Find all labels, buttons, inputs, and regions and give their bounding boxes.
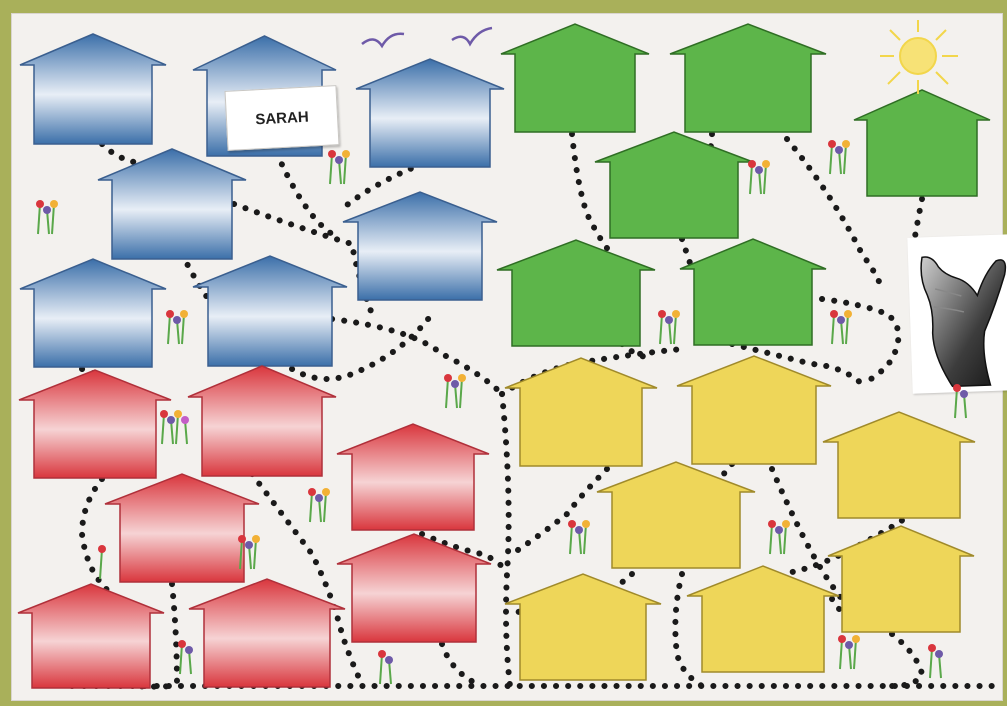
house [505,358,657,466]
house [828,526,974,632]
house [188,366,336,476]
bird-icon [352,22,512,62]
house [20,34,166,144]
sun-icon [858,16,976,116]
houses-layer [12,14,1002,700]
house [343,192,497,300]
house [18,584,164,688]
house [19,370,171,478]
house [670,24,826,132]
house [193,256,347,366]
house [597,462,755,568]
house [505,574,661,680]
house [677,356,831,464]
house [497,240,655,346]
house [337,424,489,530]
house [356,59,504,167]
house [98,149,246,259]
house [823,412,975,518]
name-card: SARAH [225,85,340,151]
house [501,24,649,132]
house [20,259,166,367]
game-board: SARAH [12,14,1002,700]
house [189,579,345,687]
hand-icon [907,234,1007,394]
house [595,132,753,238]
house [680,239,826,345]
house [337,534,491,642]
house [105,474,259,582]
house [687,566,839,672]
